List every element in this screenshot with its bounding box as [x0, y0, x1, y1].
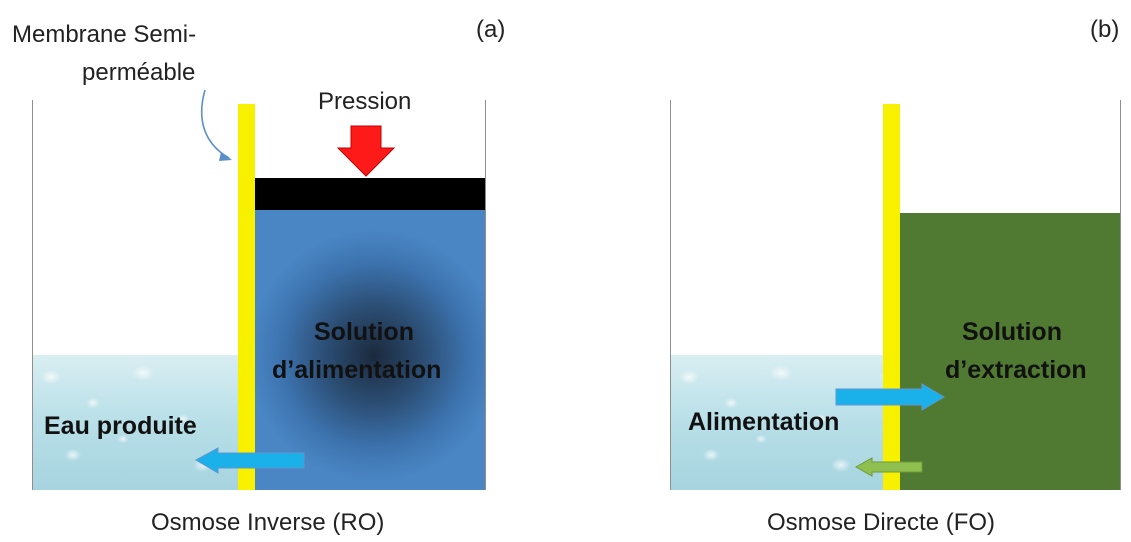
piston — [255, 178, 485, 210]
panel-a-tag: (a) — [476, 16, 506, 43]
product-water — [33, 355, 238, 490]
feed-label-line1: Solution — [314, 318, 414, 346]
caption-fo: Osmose Directe (FO) — [767, 509, 996, 536]
draw-label-line2: d’extraction — [945, 356, 1087, 384]
container-left-wall-b — [670, 100, 671, 490]
feed-label-line2: d’alimentation — [272, 356, 442, 384]
membrane-label-line2: perméable — [82, 59, 196, 86]
feed-label: Alimentation — [688, 408, 840, 436]
reverse-flux-arrow-icon — [854, 457, 923, 477]
draw-solution — [900, 213, 1120, 490]
container-right-wall-b — [1120, 100, 1121, 490]
product-water-label: Eau produite — [44, 412, 197, 440]
feed-solution — [255, 210, 485, 490]
water-flow-arrow-icon — [194, 447, 305, 474]
container-left-wall — [32, 100, 33, 490]
caption-ro: Osmose Inverse (RO) — [151, 509, 385, 536]
pressure-label: Pression — [318, 88, 412, 115]
feed-water — [671, 355, 883, 490]
panel-b-tag: (b) — [1090, 16, 1120, 43]
membrane-b — [883, 104, 900, 490]
pressure-arrow-icon — [336, 125, 396, 177]
membrane — [238, 104, 255, 490]
water-flow-arrow-icon — [835, 383, 945, 411]
pointer-arrow-icon — [200, 89, 232, 161]
draw-label-line1: Solution — [962, 318, 1062, 346]
membrane-label-line1: Membrane Semi- — [12, 21, 197, 48]
container-right-wall — [485, 100, 486, 490]
